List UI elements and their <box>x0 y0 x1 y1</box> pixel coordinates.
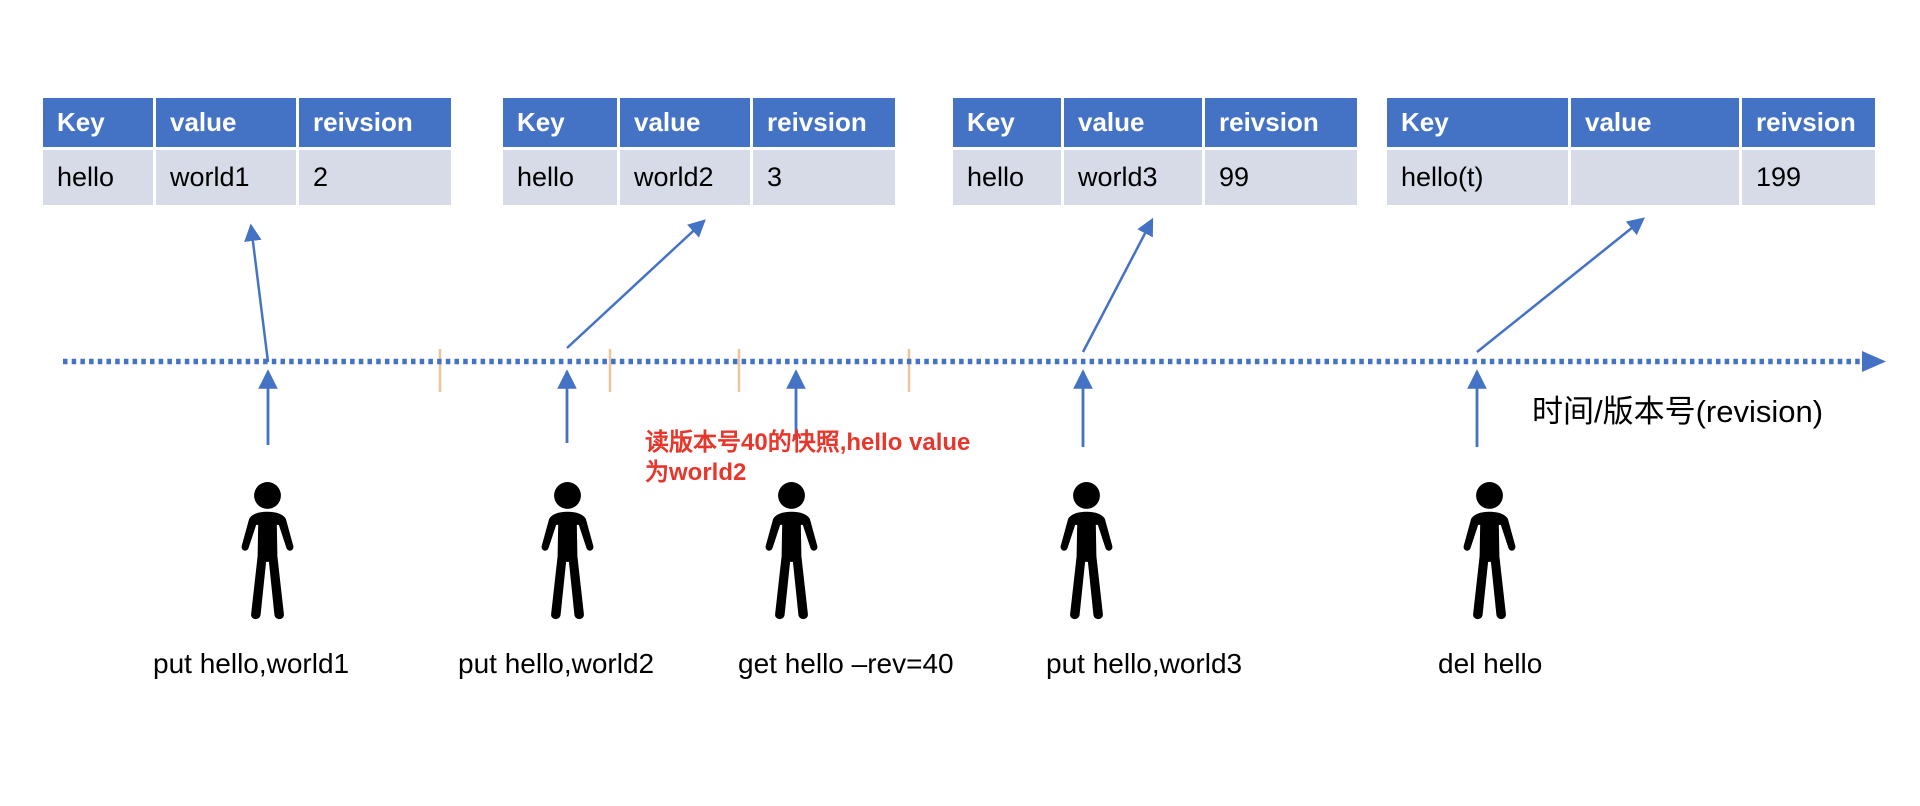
command-label-put-world1: put hello,world1 <box>153 648 350 679</box>
table2-cell-revision: 3 <box>753 150 895 205</box>
table4-cell-revision: 199 <box>1742 150 1875 205</box>
table1-header-revision: reivsion <box>299 98 451 148</box>
table4-header-value: value <box>1571 98 1739 148</box>
person-icon <box>1457 481 1522 623</box>
timeline-minor-ticks <box>438 349 911 392</box>
annotation-line1: 读版本号40的快照,hello value <box>645 429 971 456</box>
table-row: hello world1 2 <box>43 150 451 205</box>
arrow-to-table1 <box>244 223 270 363</box>
kv-table-3: Key value reivsion hello world3 99 <box>950 95 1360 208</box>
table3-cell-key: hello <box>953 150 1061 205</box>
table1-cell-key: hello <box>43 150 153 205</box>
time-axis-label: 时间/版本号(revision) <box>1532 394 1824 429</box>
table2-cell-value: world2 <box>620 150 750 205</box>
kv-table-1: Key value reivsion hello world1 2 <box>40 95 454 208</box>
person-icon <box>1054 481 1119 623</box>
table1-header-value: value <box>156 98 296 148</box>
table2-header-revision: reivsion <box>753 98 895 148</box>
table4-header-key: Key <box>1387 98 1568 148</box>
table-row: hello world2 3 <box>503 150 895 205</box>
annotation-line2: 为world2 <box>645 459 747 486</box>
table2-header-value: value <box>620 98 750 148</box>
time-axis-arrowhead <box>1862 351 1886 372</box>
table1-header-key: Key <box>43 98 153 148</box>
table4-cell-key: hello(t) <box>1387 150 1568 205</box>
table3-cell-value: world3 <box>1064 150 1202 205</box>
command-label-get-rev40: get hello –rev=40 <box>738 648 954 679</box>
kv-table-2: Key value reivsion hello world2 3 <box>500 95 898 208</box>
table3-header-value: value <box>1064 98 1202 148</box>
table-row: hello(t) 199 <box>1387 150 1875 205</box>
person-icon <box>535 481 600 623</box>
person-icon <box>235 481 300 623</box>
table4-header-revision: reivsion <box>1742 98 1875 148</box>
table1-cell-revision: 2 <box>299 150 451 205</box>
table3-cell-revision: 99 <box>1205 150 1357 205</box>
table3-header-key: Key <box>953 98 1061 148</box>
table1-cell-value: world1 <box>156 150 296 205</box>
table-row: hello world3 99 <box>953 150 1357 205</box>
person-icon <box>759 481 824 623</box>
command-label-put-world3: put hello,world3 <box>1046 648 1243 679</box>
arrow-to-table4 <box>1476 217 1645 353</box>
table3-header-revision: reivsion <box>1205 98 1357 148</box>
table2-header-key: Key <box>503 98 617 148</box>
table2-cell-key: hello <box>503 150 617 205</box>
snapshot-read-annotation: 读版本号40的快照,hello value 为world2 <box>645 428 1035 488</box>
arrow-to-table2 <box>566 219 706 349</box>
command-label-put-world2: put hello,world2 <box>458 648 655 679</box>
kv-table-4: Key value reivsion hello(t) 199 <box>1384 95 1878 208</box>
command-label-del-hello: del hello <box>1438 648 1543 679</box>
arrow-to-table3 <box>1081 217 1154 353</box>
table4-cell-value <box>1571 150 1739 205</box>
